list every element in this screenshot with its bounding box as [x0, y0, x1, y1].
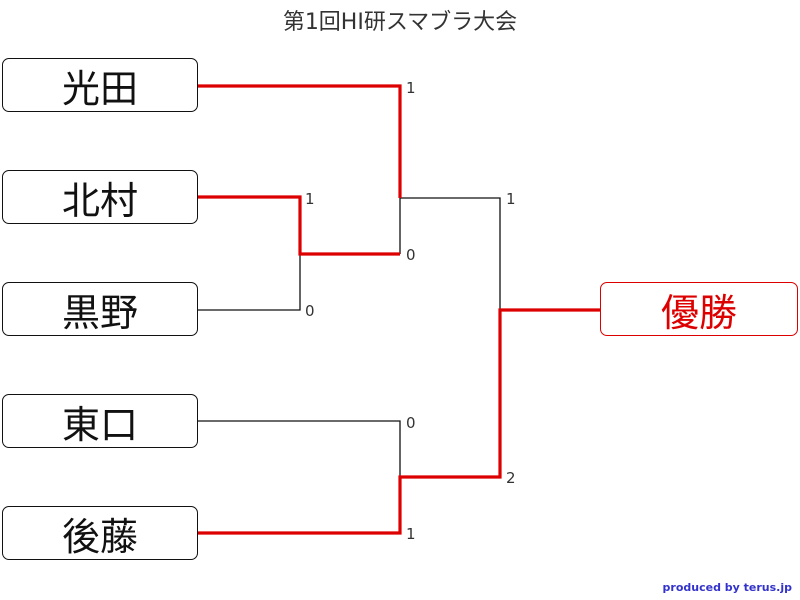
player-higashiguchi: 東口 [2, 394, 198, 448]
score-final-goto: 2 [506, 469, 516, 487]
tournament-title: 第1回HI研スマブラ大会 [282, 10, 518, 35]
score-r1-kitamura: 1 [305, 190, 315, 208]
line-kitamura-win [198, 195, 400, 256]
score-r2-kitamura: 0 [406, 246, 416, 264]
player-kitamura: 北村 [2, 170, 198, 224]
credit-text: produced by terus.jp [662, 581, 792, 594]
line-kurono [198, 254, 301, 311]
score-final-mitsuda: 1 [506, 190, 516, 208]
line-goto-win [198, 308, 600, 535]
score-r2-mitsuda: 1 [406, 79, 416, 97]
score-r2-goto: 1 [406, 525, 416, 543]
score-r1-kurono: 0 [305, 302, 315, 320]
line-higashiguchi [198, 420, 401, 477]
line-mitsuda-win [198, 84, 402, 198]
player-goto: 後藤 [2, 506, 198, 560]
score-r2-higashiguchi: 0 [406, 414, 416, 432]
player-mitsuda: 光田 [2, 58, 198, 112]
player-kurono: 黒野 [2, 282, 198, 336]
champion-box: 優勝 [600, 282, 798, 336]
line-final-mitsuda [400, 197, 501, 310]
